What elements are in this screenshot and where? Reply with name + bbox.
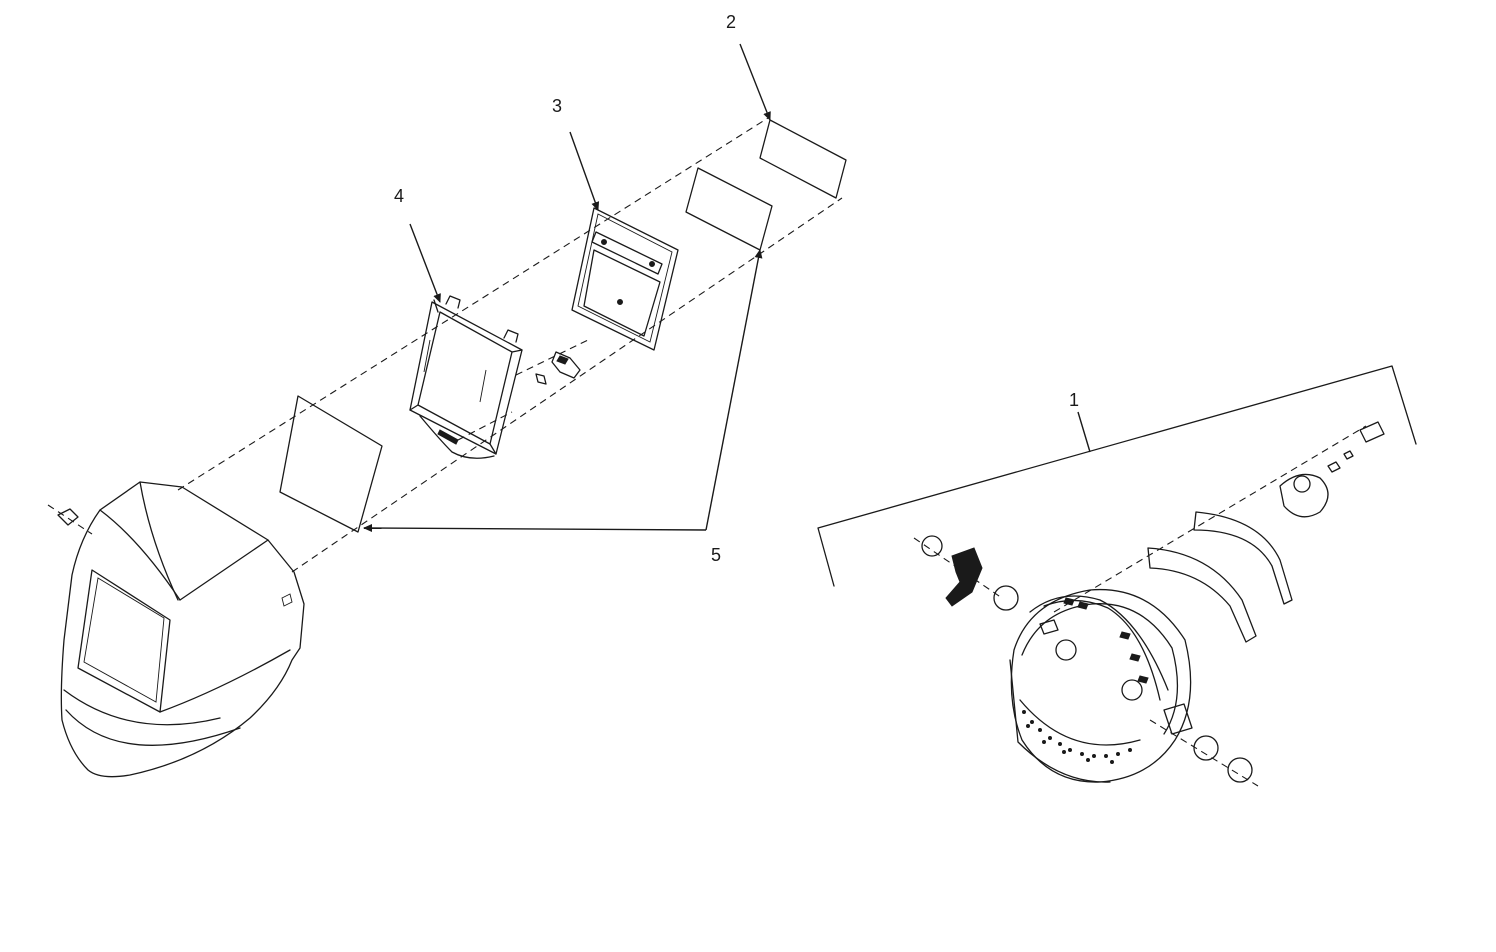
callout-3-label: 3 xyxy=(552,96,563,116)
callout-5-label: 5 xyxy=(711,545,722,565)
headgear-assembly xyxy=(817,365,1417,787)
helmet-shell xyxy=(57,481,305,778)
alignment-lines xyxy=(47,117,843,573)
part-4-lens-holder xyxy=(409,295,523,459)
part-5-front-cover-lens xyxy=(279,395,383,533)
part-5-inside-cover-lens xyxy=(685,167,773,251)
callout-leaders xyxy=(363,43,771,533)
callout-2-label: 2 xyxy=(726,12,737,32)
headband-perforations xyxy=(1022,710,1132,764)
callout-4-label: 4 xyxy=(394,186,405,206)
callout-1-label: 1 xyxy=(1069,390,1080,410)
part-2-outer-cover-lens xyxy=(759,119,847,199)
part-3-filter-cartridge xyxy=(571,207,679,351)
holder-clip-parts xyxy=(535,351,581,385)
